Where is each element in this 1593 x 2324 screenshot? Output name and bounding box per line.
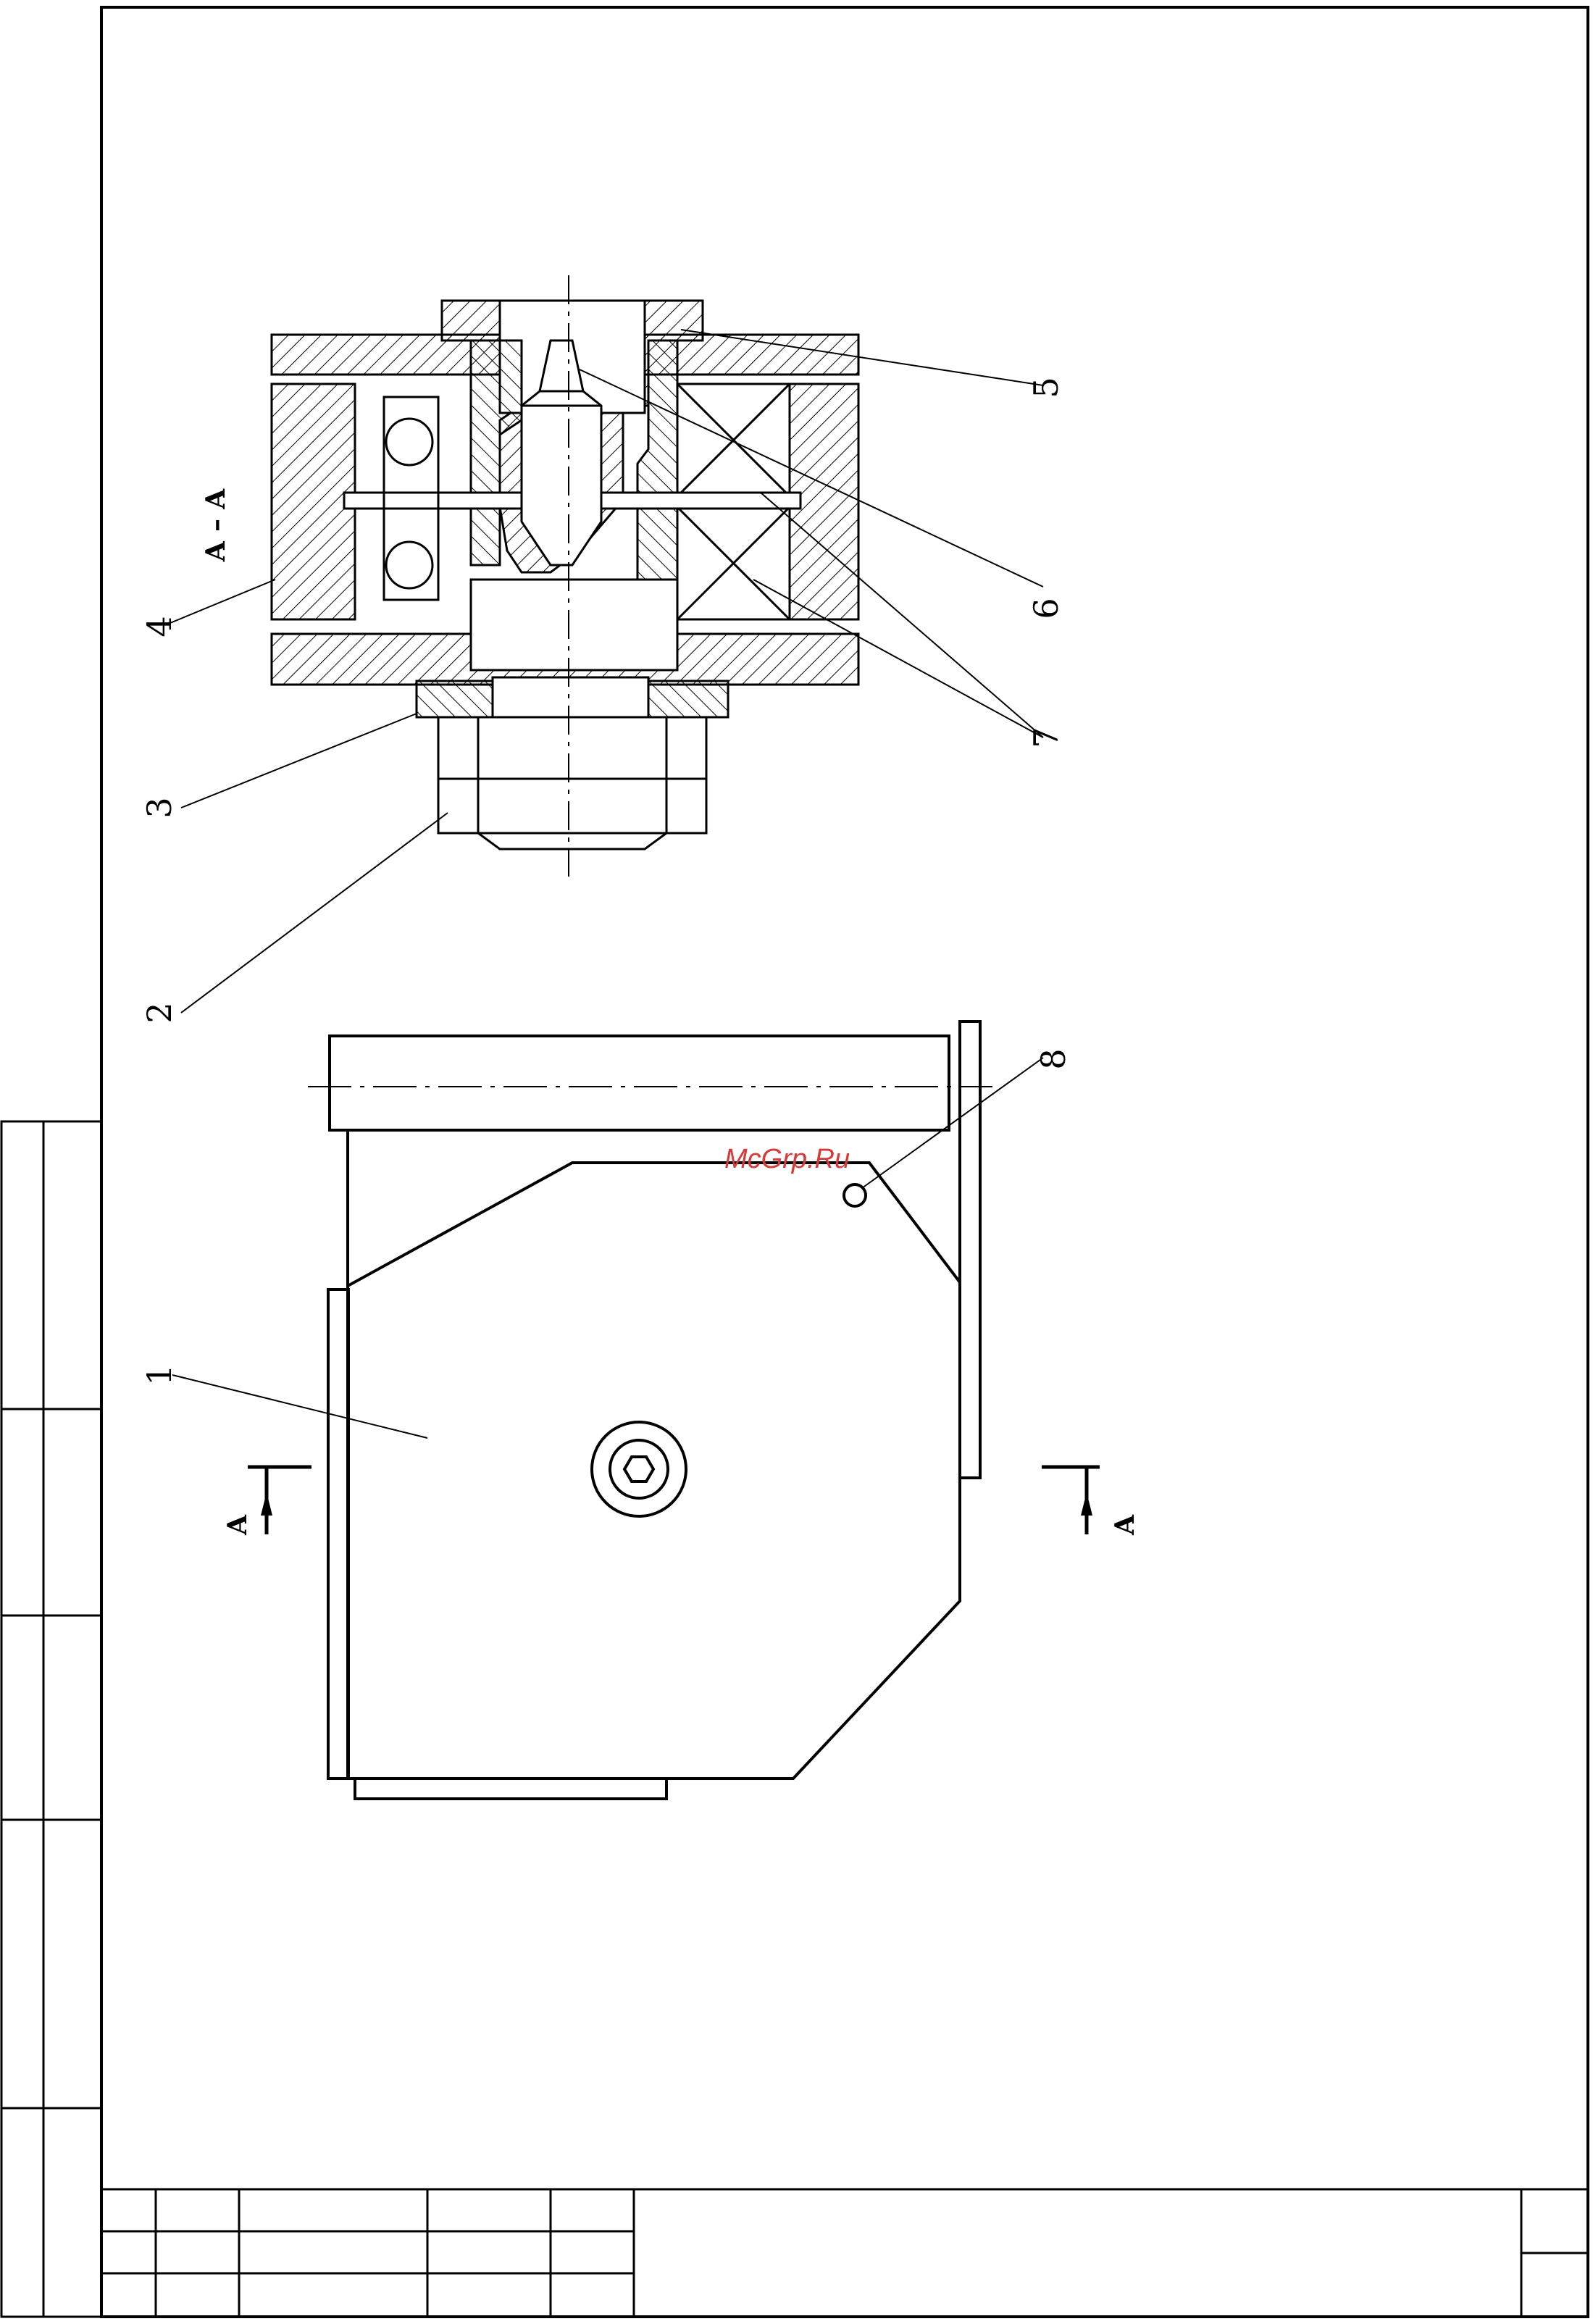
fitting-outer	[592, 1422, 686, 1516]
callout-5: 5	[1027, 377, 1066, 398]
body-plate	[348, 1130, 960, 1778]
callout-4: 4	[140, 616, 179, 637]
side-stamp	[1, 1121, 101, 2317]
housing-left	[272, 384, 355, 619]
watermark: McGrp.Ru	[724, 1144, 850, 1174]
section-a-a	[272, 301, 858, 849]
fitting-hex	[624, 1457, 653, 1481]
top-flange	[330, 1036, 949, 1130]
section-title: А – А	[201, 488, 231, 562]
callout-1: 1	[140, 1364, 179, 1385]
title-block	[101, 2189, 1588, 2317]
lower-boss	[471, 580, 677, 670]
callout-8: 8	[1034, 1048, 1073, 1069]
cut-label-right: А	[1110, 1514, 1140, 1535]
left-plate	[328, 1290, 348, 1778]
bottom-strip	[355, 1778, 666, 1799]
ball-upper	[386, 419, 432, 465]
callout-3: 3	[140, 797, 179, 818]
side-plate	[960, 1021, 980, 1478]
main-view	[328, 1021, 980, 1799]
ball-lower	[386, 542, 432, 588]
cut-label-left: А	[222, 1514, 253, 1535]
callout-2: 2	[140, 1002, 179, 1023]
callout-6: 6	[1027, 598, 1066, 619]
callout-7: 7	[1027, 727, 1066, 748]
fitting-mid	[610, 1440, 668, 1498]
